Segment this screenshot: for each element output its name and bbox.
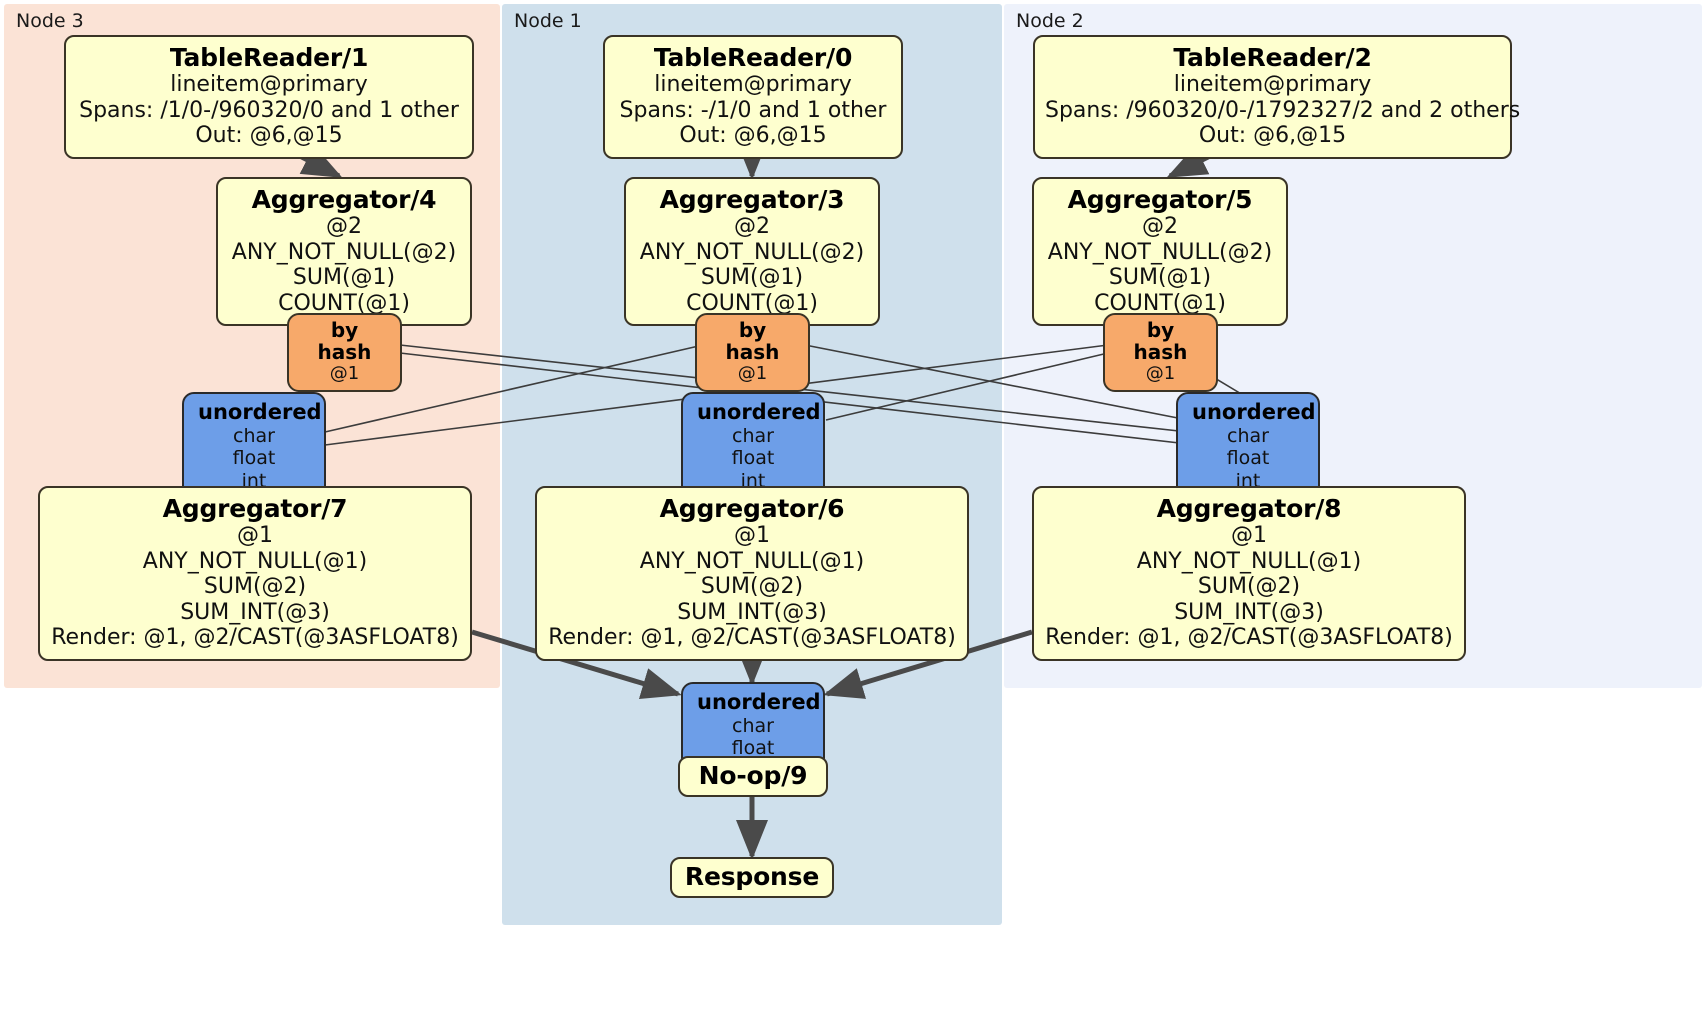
processor-line: @2 [326, 214, 362, 239]
processor-line: ANY_NOT_NULL(@2) [231, 239, 457, 265]
router-title: by hash [725, 318, 780, 365]
node-panel-label-node2: Node 2 [1016, 10, 1084, 32]
processor-title: Aggregator/7 [162, 494, 348, 523]
processor-line: COUNT(@1) [1094, 290, 1226, 316]
processor-aggregator-5[interactable]: Aggregator/5 @2 ANY_NOT_NULL(@2) SUM(@1)… [1032, 177, 1288, 327]
processor-aggregator-4[interactable]: Aggregator/4 @2 ANY_NOT_NULL(@2) SUM(@1)… [216, 177, 472, 327]
node-panel-label-node1: Node 1 [514, 10, 582, 32]
processor-line: Spans: /960320/0-/1792327/2 and 2 others [1045, 97, 1521, 123]
processor-response[interactable]: Response [670, 857, 834, 898]
processor-line: Out: @6,@15 [679, 123, 827, 149]
processor-line: SUM_INT(@3) [1174, 599, 1324, 625]
router-line: char [732, 424, 774, 447]
processor-line: Out: @6,@15 [1198, 123, 1347, 149]
router-line: float [232, 447, 276, 470]
processor-title: TableReader/2 [1173, 43, 1372, 72]
processor-line: lineitem@primary [654, 72, 852, 97]
processor-line: Render: @1, @2/CAST(@3ASFLOAT8) [1045, 625, 1453, 651]
processor-line: SUM(@1) [292, 265, 396, 291]
processor-line: @2 [734, 214, 770, 239]
processor-line: SUM(@1) [700, 265, 804, 291]
processor-line: @1 [734, 523, 770, 548]
router-line: @1 [737, 362, 768, 384]
router-line: @1 [1145, 362, 1176, 384]
processor-line: @1 [237, 523, 273, 548]
processor-tablereader-1[interactable]: TableReader/1 lineitem@primary Spans: /1… [64, 35, 474, 159]
router-title: by hash [317, 318, 372, 365]
processor-line: Spans: -/1/0 and 1 other [619, 97, 887, 123]
processor-title: Aggregator/5 [1067, 185, 1253, 214]
processor-line: SUM_INT(@3) [677, 599, 827, 625]
router-line: char [1227, 424, 1269, 447]
processor-line: ANY_NOT_NULL(@1) [639, 548, 865, 574]
router-title: unordered [697, 690, 821, 714]
processor-line: SUM(@2) [1197, 574, 1301, 600]
processor-title: Response [684, 862, 820, 891]
router-title: by hash [1133, 318, 1188, 365]
processor-line: ANY_NOT_NULL(@1) [142, 548, 368, 574]
processor-tablereader-2[interactable]: TableReader/2 lineitem@primary Spans: /9… [1033, 35, 1521, 159]
output-router-by-hash-5[interactable]: by hash @1 [1103, 313, 1218, 392]
processor-line: COUNT(@1) [686, 290, 818, 316]
processor-line: SUM_INT(@3) [180, 599, 330, 625]
router-title: unordered [697, 400, 821, 424]
processor-line: ANY_NOT_NULL(@2) [1047, 239, 1273, 265]
processor-line: SUM(@1) [1108, 265, 1212, 291]
node-panel-label-node3: Node 3 [16, 10, 84, 32]
processor-title: Aggregator/4 [251, 185, 437, 214]
processor-line: ANY_NOT_NULL(@2) [639, 239, 865, 265]
processor-aggregator-7[interactable]: Aggregator/7 @1 ANY_NOT_NULL(@1) SUM(@2)… [38, 486, 472, 661]
processor-line: @1 [1231, 523, 1267, 548]
router-line: @1 [329, 362, 360, 384]
input-synchronizer-unordered-7[interactable]: unordered char float int [182, 392, 326, 502]
router-line: float [731, 447, 775, 470]
processor-title: Aggregator/8 [1156, 494, 1342, 523]
router-line: float [731, 737, 775, 760]
router-title: unordered [198, 400, 322, 424]
processor-line: SUM(@2) [700, 574, 804, 600]
router-line: char [233, 424, 275, 447]
processor-line: ANY_NOT_NULL(@1) [1136, 548, 1362, 574]
processor-title: Aggregator/6 [659, 494, 845, 523]
output-router-by-hash-3[interactable]: by hash @1 [695, 313, 810, 392]
processor-line: SUM(@2) [203, 574, 307, 600]
processor-line: Out: @6,@15 [195, 123, 343, 149]
processor-aggregator-8[interactable]: Aggregator/8 @1 ANY_NOT_NULL(@1) SUM(@2)… [1032, 486, 1466, 661]
router-title: unordered [1192, 400, 1316, 424]
processor-title: TableReader/1 [169, 43, 369, 72]
output-router-by-hash-4[interactable]: by hash @1 [287, 313, 402, 392]
processor-title: Aggregator/3 [659, 185, 845, 214]
processor-tablereader-0[interactable]: TableReader/0 lineitem@primary Spans: -/… [603, 35, 903, 159]
processor-aggregator-3[interactable]: Aggregator/3 @2 ANY_NOT_NULL(@2) SUM(@1)… [624, 177, 880, 327]
input-synchronizer-unordered-final[interactable]: unordered char float [681, 682, 825, 770]
input-synchronizer-unordered-8[interactable]: unordered char float int [1176, 392, 1320, 502]
input-synchronizer-unordered-6[interactable]: unordered char float int [681, 392, 825, 502]
processor-line: Render: @1, @2/CAST(@3ASFLOAT8) [548, 625, 956, 651]
processor-title: No-op/9 [698, 761, 808, 790]
processor-no-op-9[interactable]: No-op/9 [678, 756, 828, 797]
processor-aggregator-6[interactable]: Aggregator/6 @1 ANY_NOT_NULL(@1) SUM(@2)… [535, 486, 969, 661]
processor-line: COUNT(@1) [278, 290, 410, 316]
processor-line: Render: @1, @2/CAST(@3ASFLOAT8) [51, 625, 459, 651]
router-line: char [732, 714, 774, 737]
processor-line: lineitem@primary [170, 72, 368, 97]
processor-title: TableReader/0 [653, 43, 853, 72]
processor-line: @2 [1142, 214, 1178, 239]
processor-line: lineitem@primary [1173, 72, 1372, 97]
router-line: float [1226, 447, 1270, 470]
processor-line: Spans: /1/0-/960320/0 and 1 other [79, 97, 459, 123]
